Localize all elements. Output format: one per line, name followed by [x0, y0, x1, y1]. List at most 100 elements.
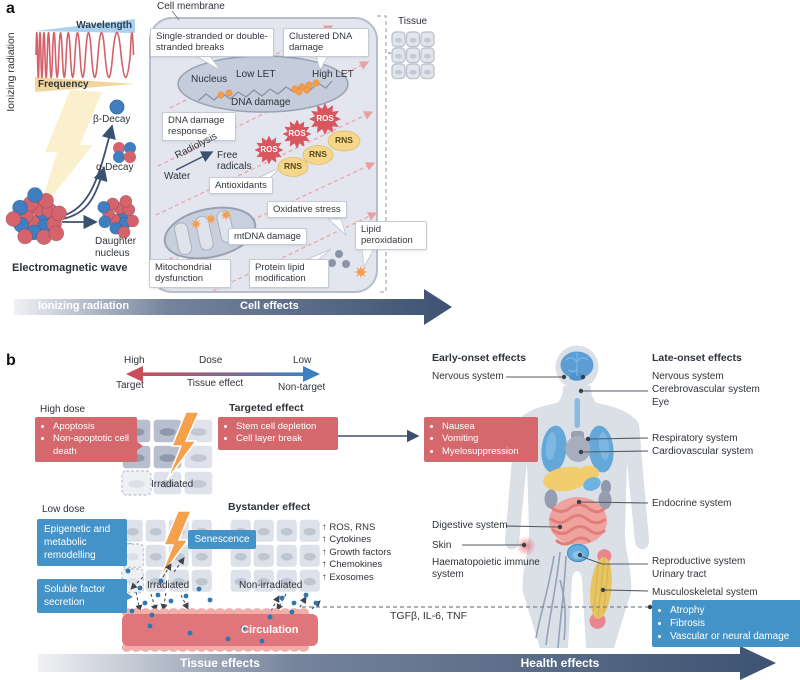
ros-icons: [254, 103, 341, 165]
secreted-factor-item: ↑ ROS, RNS: [322, 522, 376, 533]
tissue-grid-icon: [391, 31, 435, 80]
cell-nucleus-icon: [177, 55, 349, 113]
non-irradiated-label: Non-irradiated: [239, 580, 303, 591]
nucleus-label: Nucleus: [191, 74, 228, 85]
brain-icon: [560, 351, 594, 381]
acute-effects-box: Nausea Vomiting Myelosuppression: [424, 417, 538, 463]
dose-axis-arrow: [126, 366, 320, 382]
radiation-beam: [38, 90, 102, 214]
nerves-vessels-icon: [535, 551, 567, 649]
intestines-icon: [549, 497, 607, 546]
frequency-label: Frequency: [38, 79, 89, 90]
daughter-nucleus-label: Daughter nucleus: [95, 236, 137, 259]
acute-item: Myelosuppression: [442, 446, 531, 458]
dna-damage-label: DNA damage: [231, 97, 291, 108]
rns-label: RNS: [284, 161, 302, 171]
senescence-box: Senescence: [188, 530, 256, 549]
kidney-right-icon: [598, 490, 612, 510]
late-cardiovascular-label: Cardiovascular system: [652, 446, 754, 457]
callout-mtdna-damage: mtDNA damage: [228, 228, 308, 246]
haematopoietic-label: Haematopoietic immune system: [432, 557, 540, 580]
lightning-bolt-icon: [166, 411, 201, 481]
irradiated-label: Irradiated: [147, 580, 190, 591]
late-damage-item: Atrophy: [670, 604, 797, 617]
alpha-decay-label: α-Decay: [96, 162, 134, 173]
lipid-dots-icon: [328, 250, 350, 268]
non-target-label: Non-target: [278, 382, 326, 393]
secreted-factor-item: ↑ Exosomes: [322, 571, 374, 583]
circulation-label: Circulation: [241, 624, 299, 636]
late-damage-box: Atrophy Fibrosis Vascular or neural dama…: [652, 600, 800, 647]
beta-decay-label: β-Decay: [93, 114, 131, 125]
tissue-effect-label: Tissue effect: [187, 378, 244, 389]
cell-effects-arrow: [14, 289, 452, 325]
low-let-label: Low LET: [236, 69, 276, 80]
irradiated-label: Irradiated: [151, 479, 194, 490]
late-damage-item: Fibrosis: [670, 617, 797, 630]
rns-label: RNS: [335, 135, 353, 145]
ros-label: ROS: [316, 114, 334, 123]
panel-a-label: a: [6, 0, 15, 17]
tissue-effects-arrow-label: Tissue effects: [180, 656, 260, 670]
targeted-effect-box: Stem cell depletion Cell layer break: [218, 417, 338, 450]
soluble-factor-box: Soluble factor secretion: [37, 579, 127, 613]
decay-diagram: [5, 99, 140, 245]
cell-effects-arrow-label: Cell effects: [240, 300, 299, 312]
callout-antioxidants: Antioxidants: [209, 177, 273, 195]
dna-damage-icon: [217, 79, 320, 99]
late-reproductive-label: Reproductive system: [652, 556, 746, 567]
callout-oxidative-stress: Oxidative stress: [267, 201, 347, 219]
targeted-effect-heading: Targeted effect: [229, 402, 304, 414]
liver-icon: [543, 465, 599, 492]
callout-protein-lipid-modification: Protein lipid modification: [249, 259, 329, 288]
dose-high-label: High: [124, 355, 145, 366]
em-wave-diagram: [35, 19, 135, 92]
callout-strand-breaks: Single-stranded or double-stranded break…: [150, 28, 274, 57]
secreted-factor-item: ↑ Cytokines: [322, 534, 372, 546]
skin-damage-icon: [516, 536, 536, 556]
late-onset-heading: Late-onset effects: [652, 352, 742, 364]
free-radicals-label: Free radicals: [217, 150, 252, 172]
radiolysis-arrow: [175, 151, 214, 171]
acute-item: Nausea: [442, 421, 531, 433]
muscle-icon: [589, 549, 612, 629]
trachea-icon: [574, 398, 580, 428]
heart-icon: [565, 431, 591, 462]
targeted-item: Cell layer break: [236, 433, 331, 445]
target-label: Target: [116, 380, 144, 391]
health-effects-arrow: [38, 646, 776, 680]
ros-label: ROS: [288, 129, 306, 138]
tissue-label: Tissue: [398, 16, 428, 27]
water-label: Water: [164, 171, 191, 182]
late-cerebrovascular-label: Cerebrovascular system: [652, 384, 760, 395]
late-respiratory-label: Respiratory system: [652, 433, 738, 444]
spleen-icon: [601, 480, 611, 494]
callout-lipid-peroxidation: Lipid peroxidation: [355, 221, 427, 250]
secreted-factor-item: ↑ Chemokines: [322, 559, 383, 571]
electromagnetic-wave-label: Electromagnetic wave: [12, 262, 128, 274]
leader-lines: [462, 376, 649, 592]
health-effects-arrow-label: Health effects: [520, 656, 600, 670]
leader-dots: [521, 374, 606, 593]
high-dose-item: Apoptosis: [53, 421, 130, 433]
late-nervous-label: Nervous system: [652, 371, 724, 382]
early-nervous-label: Nervous system: [432, 371, 504, 382]
dose-low-label: Low: [293, 355, 312, 366]
non-irradiated-cells-icon: [229, 518, 322, 594]
stomach-icon: [583, 477, 601, 491]
rns-label: RNS: [309, 149, 327, 159]
late-damage-item: Vascular or neural damage: [670, 630, 797, 643]
callout-dna-damage-response: DNA damage response: [162, 112, 236, 141]
cell-membrane-label: Cell membrane: [157, 1, 225, 12]
secreted-factors-list: ↑ ROS, RNS ↑ Cytokines ↑ Growth factors …: [322, 522, 391, 585]
high-dose-effects-box: Apoptosis Non-apoptotic cell death: [35, 417, 137, 463]
bystander-effect-heading: Bystander effect: [228, 501, 311, 513]
epigenetic-box: Epigenetic and metabolic remodelling: [37, 519, 127, 566]
high-dose-item: Non-apoptotic cell death: [53, 433, 130, 458]
high-dose-label: High dose: [40, 404, 86, 415]
high-let-label: High LET: [312, 69, 354, 80]
alpha-particle-icon: [113, 142, 136, 163]
rns-icons: [277, 130, 361, 177]
late-eye-label: Eye: [652, 397, 670, 408]
